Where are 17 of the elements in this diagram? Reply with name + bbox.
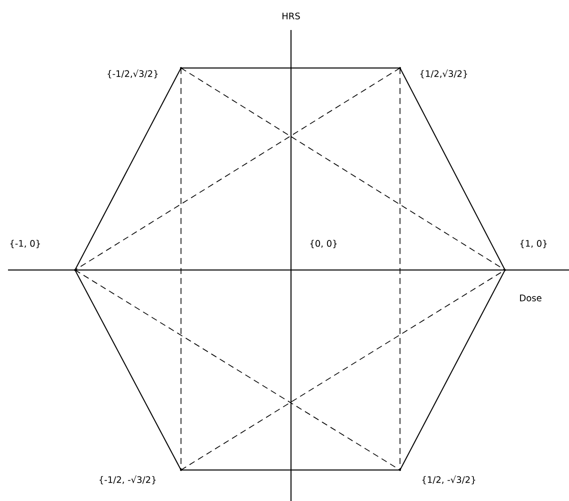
vertex-label: {1/2,√3/2}	[420, 70, 468, 78]
dashed-line	[180, 68, 182, 470]
hexagon-side	[400, 68, 506, 270]
vertex-label: {1, 0}	[520, 240, 547, 248]
hexagon-side	[400, 270, 506, 470]
hexagon-side	[74, 270, 182, 470]
dashed-line	[180, 68, 506, 270]
hexagon-side	[74, 68, 182, 270]
vertex-label: {-1/2,√3/2}	[108, 70, 158, 78]
vertex-label: {-1, 0}	[10, 240, 40, 248]
vertex-label: {1/2, -√3/2}	[422, 476, 476, 484]
vertex-label: {-1/2, -√3/2}	[100, 476, 156, 484]
dashed-line	[74, 270, 400, 470]
axis-label: HRS	[280, 12, 302, 20]
axis-label: Dose	[518, 294, 543, 302]
origin-label: {0, 0}	[308, 238, 339, 250]
dashed-line	[74, 68, 400, 270]
